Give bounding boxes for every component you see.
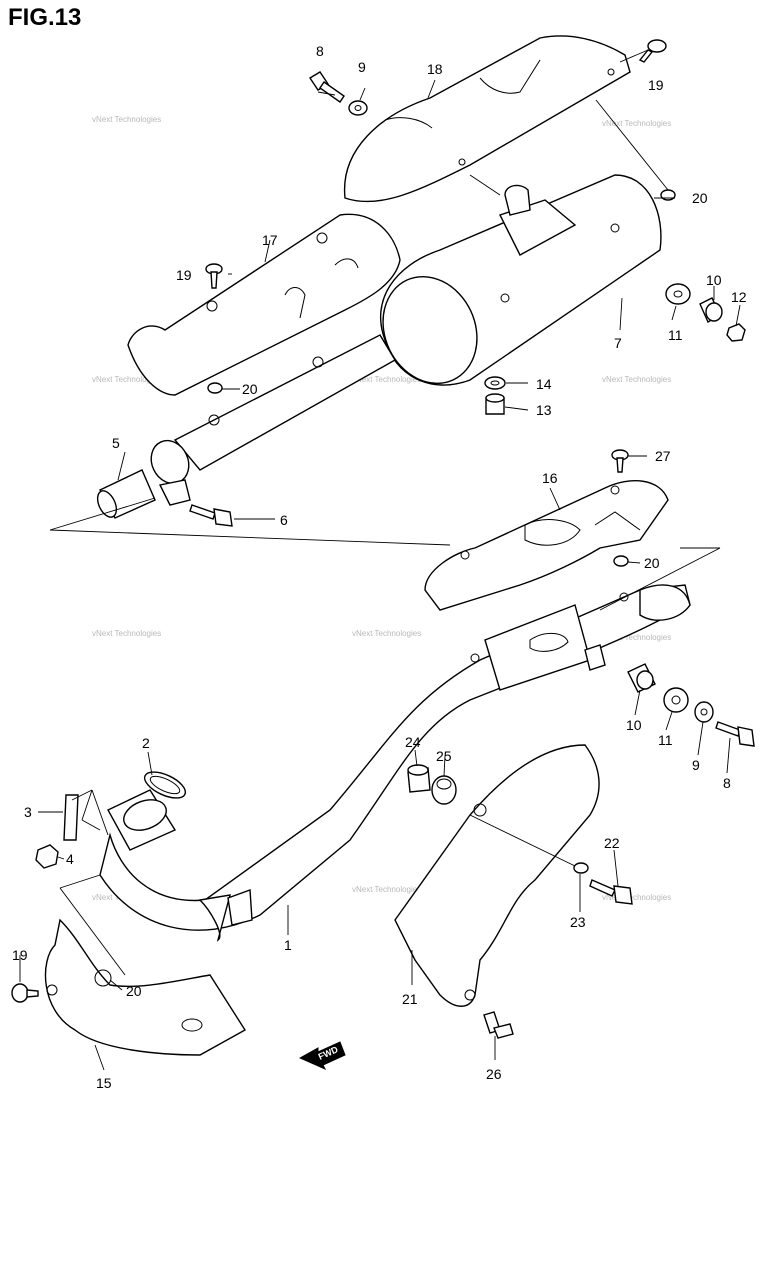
part-9-washer-upper [348,100,368,116]
callout-23: 23 [570,914,586,930]
callout-8-lower: 8 [723,775,731,791]
part-10-collar-right [699,297,723,323]
callout-10-right: 10 [706,272,722,288]
callout-6: 6 [280,512,288,528]
exhaust-flange [107,789,177,851]
muffler-inlet-pipe [150,334,396,506]
callout-9-lower: 9 [692,757,700,773]
callout-19-lower: 19 [12,947,28,963]
part-19-screw-lower [11,983,39,1003]
part-23-washer [573,862,589,874]
watermark: vNext Technologies [92,375,161,384]
callout-7: 7 [614,335,622,351]
callout-25: 25 [436,748,452,764]
callout-15: 15 [96,1075,112,1091]
part-19-screw-mid [205,263,223,289]
watermark: vNext Technologies [352,885,421,894]
watermark: vNext Technologies [602,119,671,128]
callout-22: 22 [604,835,620,851]
callout-12: 12 [731,289,747,305]
part-27-screw [611,449,629,473]
watermark: vNext Technologies [92,115,161,124]
callout-27: 27 [655,448,671,464]
callout-26: 26 [486,1066,502,1082]
callout-18: 18 [427,61,443,77]
watermark: vNext Technologies [92,629,161,638]
callout-labels: 8 9 18 19 20 17 19 10 12 11 7 20 14 13 5… [12,43,747,1091]
callout-20-mid: 20 [242,381,258,397]
callout-16: 16 [542,470,558,486]
callout-20-right: 20 [692,190,708,206]
callout-5: 5 [112,435,120,451]
part-3-stud [63,794,79,841]
part-18-muffler-cover [343,35,631,203]
fwd-arrow-icon: FWD [298,1041,346,1071]
part-11-grommet-lower [663,687,689,713]
part-5-gasket [96,469,156,519]
callout-21: 21 [402,991,418,1007]
watermark: vNext Technologies [602,633,671,642]
part-8-bolt-upper [309,71,345,103]
callout-4: 4 [66,851,74,867]
callout-11-lower: 11 [658,732,673,748]
part-7-muffler [380,174,662,386]
part-20-washer-16 [613,555,629,567]
part-13-bushing [485,393,505,415]
callout-11-right: 11 [668,327,683,343]
callout-13: 13 [536,402,552,418]
callout-10-lower: 10 [626,717,642,733]
part-22-bolt [589,879,633,905]
part-25-grommet [431,775,457,805]
part-24-collar [407,764,431,793]
callout-9-upper: 9 [358,59,366,75]
part-2-gasket [143,771,187,799]
figure-title: FIG.13 [8,4,82,31]
leader-lines [19,49,741,1071]
callout-2: 2 [142,735,150,751]
callout-1: 1 [284,937,292,953]
callout-24: 24 [405,734,421,750]
callout-20-lower: 20 [126,983,142,999]
part-20-washer-right [660,189,676,201]
watermark: vNext Technologies [602,893,671,902]
callout-14: 14 [536,376,552,392]
callout-8-upper: 8 [316,43,324,59]
part-26-bolt [483,1011,514,1039]
part-20-washer-mid [207,382,223,394]
part-17-heat-shield [127,213,401,396]
part-21-heat-shield [394,744,600,1007]
callout-3: 3 [24,804,32,820]
watermark: vNext Technologies [352,629,421,638]
callout-19-upper: 19 [648,77,664,93]
part-15-lower-heat-shield [44,918,246,1056]
callout-20-16: 20 [644,555,660,571]
part-9-washer-lower [694,701,714,723]
part-6-bolt [189,504,233,527]
callout-17: 17 [262,232,278,248]
part-1-exhaust-pipe [99,584,691,942]
part-4-nut [35,844,59,869]
part-10-collar-lower [627,663,656,693]
part-11-grommet-right [665,283,691,305]
part-19-screw-upper [638,39,667,63]
part-12-nut [726,323,746,342]
part-14-washer [484,376,506,390]
callout-19-mid: 19 [176,267,192,283]
watermark: vNext Technologies [352,375,421,384]
part-8-bolt-lower [715,721,755,747]
part-16-heat-shield [424,480,669,611]
watermark: vNext Technologies [602,375,671,384]
